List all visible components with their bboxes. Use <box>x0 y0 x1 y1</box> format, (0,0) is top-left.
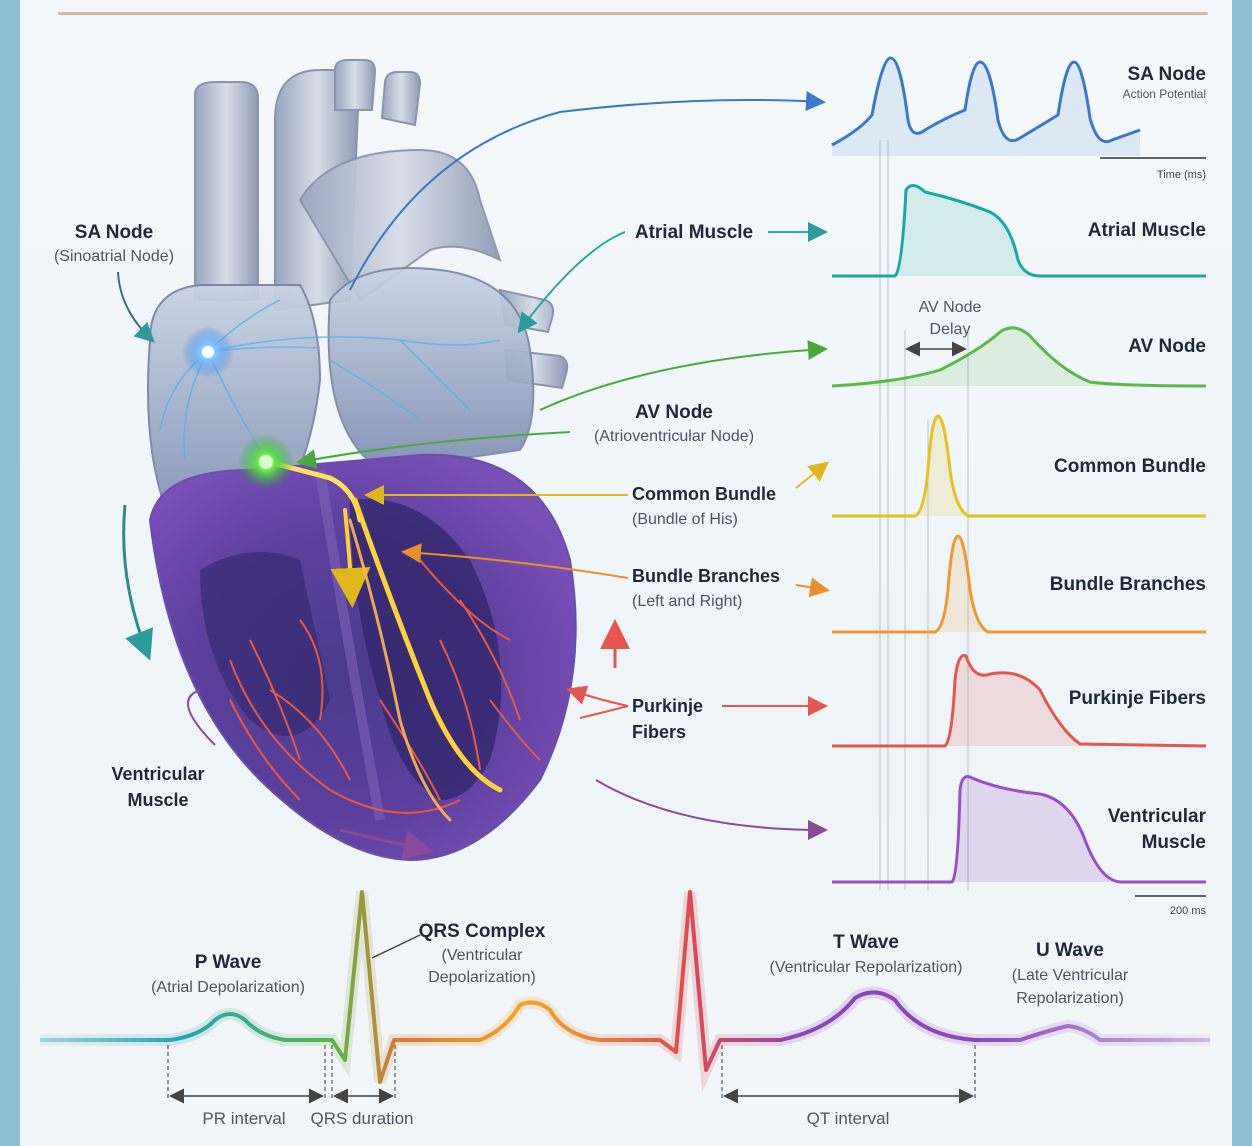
trace-av-node-title: AV Node <box>1128 336 1206 357</box>
u-wave-title: U Wave <box>1036 940 1104 961</box>
qrs-title: QRS Complex <box>419 921 546 942</box>
trace-common-bundle-title: Common Bundle <box>1054 456 1206 477</box>
sa-node-core <box>202 346 214 358</box>
leader-branches-trace <box>796 585 826 590</box>
p-wave-title: P Wave <box>195 952 262 973</box>
aortic-branch-2 <box>382 72 420 125</box>
qrs-duration-label: QRS duration <box>311 1109 414 1128</box>
u-wave-sub-1: (Late Ventricular <box>1012 967 1129 984</box>
ms-scale-label: 200 ms <box>1170 905 1207 917</box>
bundle-branches-label: Bundle Branches <box>632 566 780 586</box>
t-wave-sub: (Ventricular Repolarization) <box>770 959 963 976</box>
trace-sa-node-title: SA Node <box>1128 64 1206 85</box>
qt-interval-label: QT interval <box>807 1109 890 1128</box>
leader-bundle-trace <box>796 464 826 488</box>
atrial-muscle-label: Atrial Muscle <box>635 222 753 243</box>
u-wave-sub-2: Repolarization) <box>1016 990 1124 1007</box>
qrs-sub-1: (Ventricular <box>442 947 524 964</box>
superior-vena-cava <box>195 82 258 300</box>
trace-ventricular-title-1: Ventricular <box>1108 806 1207 827</box>
heart-illustration <box>124 60 615 860</box>
p-wave-sub: (Atrial Depolarization) <box>151 979 305 996</box>
leader-ventricular-trace <box>596 780 824 830</box>
bundle-branches-sublabel: (Left and Right) <box>632 593 742 610</box>
t-wave-title: T Wave <box>833 932 899 953</box>
av-delay-label-2: Delay <box>930 321 971 338</box>
purkinje-label-2: Fibers <box>632 722 686 742</box>
av-node-label: AV Node <box>635 402 713 423</box>
leader-sa-label <box>118 272 152 340</box>
trace-ventricular-title-2: Muscle <box>1142 832 1206 853</box>
av-node-sublabel: (Atrioventricular Node) <box>594 428 754 445</box>
qrs-sub-2: Depolarization) <box>428 969 536 986</box>
sa-node-label: SA Node <box>75 222 153 243</box>
common-bundle-label: Common Bundle <box>632 484 776 504</box>
trace-sa-node-fill <box>832 58 1140 156</box>
interval-markers <box>168 1045 975 1100</box>
ventricular-label-1: Ventricular <box>111 764 204 784</box>
trace-sa-node-sub: Action Potential <box>1123 87 1206 101</box>
av-delay-label-1: AV Node <box>919 299 982 316</box>
purkinje-label-1: Purkinje <box>632 696 703 716</box>
av-delay-annotation: AV Node Delay <box>908 299 982 349</box>
ventricular-label-2: Muscle <box>127 790 188 810</box>
trace-bundle-branches-title: Bundle Branches <box>1050 574 1206 595</box>
leader-av-trace <box>540 349 824 410</box>
left-atrium <box>329 268 534 470</box>
ecg-strip: P Wave (Atrial Depolarization) QRS Compl… <box>40 892 1210 1128</box>
pr-interval-label: PR interval <box>202 1109 285 1128</box>
aortic-branch-1 <box>335 60 375 110</box>
common-bundle-sublabel: (Bundle of His) <box>632 511 738 528</box>
qrs-leader <box>372 935 420 958</box>
time-axis-label: Time (ms) <box>1157 169 1206 181</box>
sa-node-sublabel: (Sinoatrial Node) <box>54 248 174 265</box>
flow-arrow-left <box>124 505 148 655</box>
leader-purkinje-heart-2 <box>580 706 628 718</box>
leader-purkinje-heart-1 <box>570 690 628 706</box>
trace-atrial-muscle-title: Atrial Muscle <box>1088 220 1206 241</box>
trace-purkinje-title: Purkinje Fibers <box>1069 688 1206 709</box>
av-node-core <box>259 455 273 469</box>
